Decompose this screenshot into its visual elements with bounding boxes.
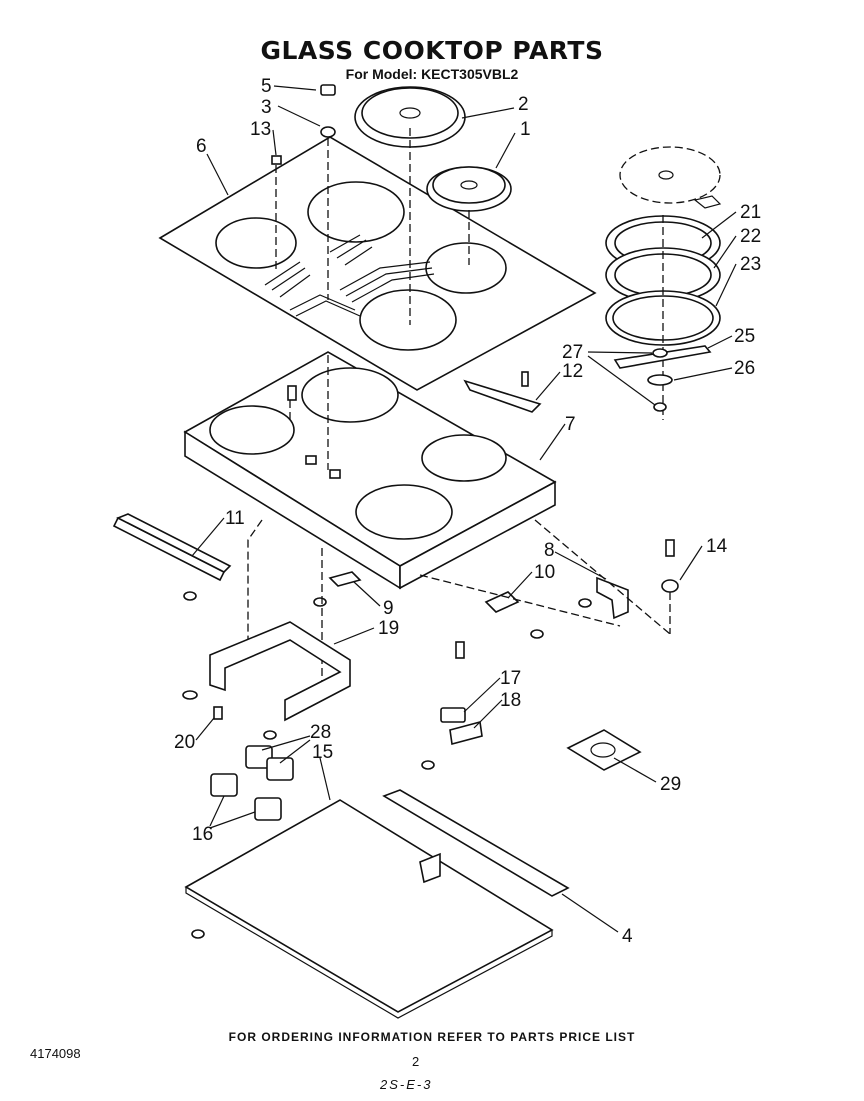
page-title: GLASS COOKTOP PARTS bbox=[260, 36, 604, 65]
callout-15: 15 bbox=[312, 742, 333, 763]
callout-23: 23 bbox=[740, 254, 761, 275]
bottom-panel bbox=[184, 799, 554, 1019]
callout-20: 20 bbox=[174, 732, 195, 753]
callout-16: 16 bbox=[192, 824, 213, 845]
callout-11: 11 bbox=[225, 508, 245, 529]
control-bracket bbox=[182, 621, 351, 722]
callout-7: 7 bbox=[565, 414, 576, 435]
callout-26: 26 bbox=[734, 358, 755, 379]
callout-9: 9 bbox=[383, 598, 394, 619]
page-number: 2 bbox=[412, 1054, 420, 1069]
surface-element-small bbox=[426, 166, 512, 265]
callout-29: 29 bbox=[660, 774, 681, 795]
callout-5: 5 bbox=[261, 76, 272, 97]
callout-1: 1 bbox=[520, 119, 531, 140]
callout-4: 4 bbox=[622, 926, 633, 947]
nut-part-3 bbox=[320, 126, 336, 300]
callout-27: 27 bbox=[562, 342, 583, 363]
surface-element-large bbox=[354, 86, 466, 325]
terminal-block-17 bbox=[421, 641, 483, 770]
spacer-part-9 bbox=[313, 571, 362, 607]
callout-14: 14 bbox=[706, 536, 728, 557]
callout-13: 13 bbox=[250, 119, 271, 140]
callout-22: 22 bbox=[740, 226, 761, 247]
ordering-note: FOR ORDERING INFORMATION REFER TO PARTS … bbox=[228, 1030, 636, 1044]
glass-cooktop-panel bbox=[158, 136, 597, 391]
trim-strip-part-4 bbox=[382, 789, 570, 897]
model-subtitle: For Model: KECT305VBL2 bbox=[345, 66, 519, 82]
cooktop-frame bbox=[183, 351, 557, 590]
element-ring-assembly bbox=[605, 146, 722, 420]
callout-8: 8 bbox=[544, 540, 555, 561]
screw-part-13 bbox=[271, 155, 282, 270]
switch-parts bbox=[210, 730, 294, 821]
clip-part-5 bbox=[320, 84, 336, 96]
bracket-part-8 bbox=[578, 576, 629, 620]
bolt-part-14 bbox=[661, 539, 679, 634]
bracket-part-11 bbox=[112, 513, 232, 601]
plate-part-10 bbox=[484, 591, 544, 639]
callout-3: 3 bbox=[261, 97, 272, 118]
insulator-part-29 bbox=[566, 729, 642, 771]
date-code: 2S-E-3 bbox=[380, 1077, 433, 1092]
callout-2: 2 bbox=[518, 94, 529, 115]
callout-12: 12 bbox=[562, 361, 583, 382]
callout-10: 10 bbox=[534, 562, 555, 583]
callout-17: 17 bbox=[500, 668, 521, 689]
callout-19: 19 bbox=[378, 618, 399, 639]
callout-18: 18 bbox=[500, 690, 521, 711]
document-number: 4174098 bbox=[30, 1046, 81, 1061]
callout-labels: 5 3 13 6 2 1 21 22 23 25 26 27 12 7 11 8… bbox=[174, 76, 761, 947]
callout-25: 25 bbox=[734, 326, 755, 347]
callout-6: 6 bbox=[196, 136, 207, 157]
callout-21: 21 bbox=[740, 202, 761, 223]
callout-28: 28 bbox=[310, 722, 331, 743]
bracket-part-12 bbox=[463, 371, 542, 413]
